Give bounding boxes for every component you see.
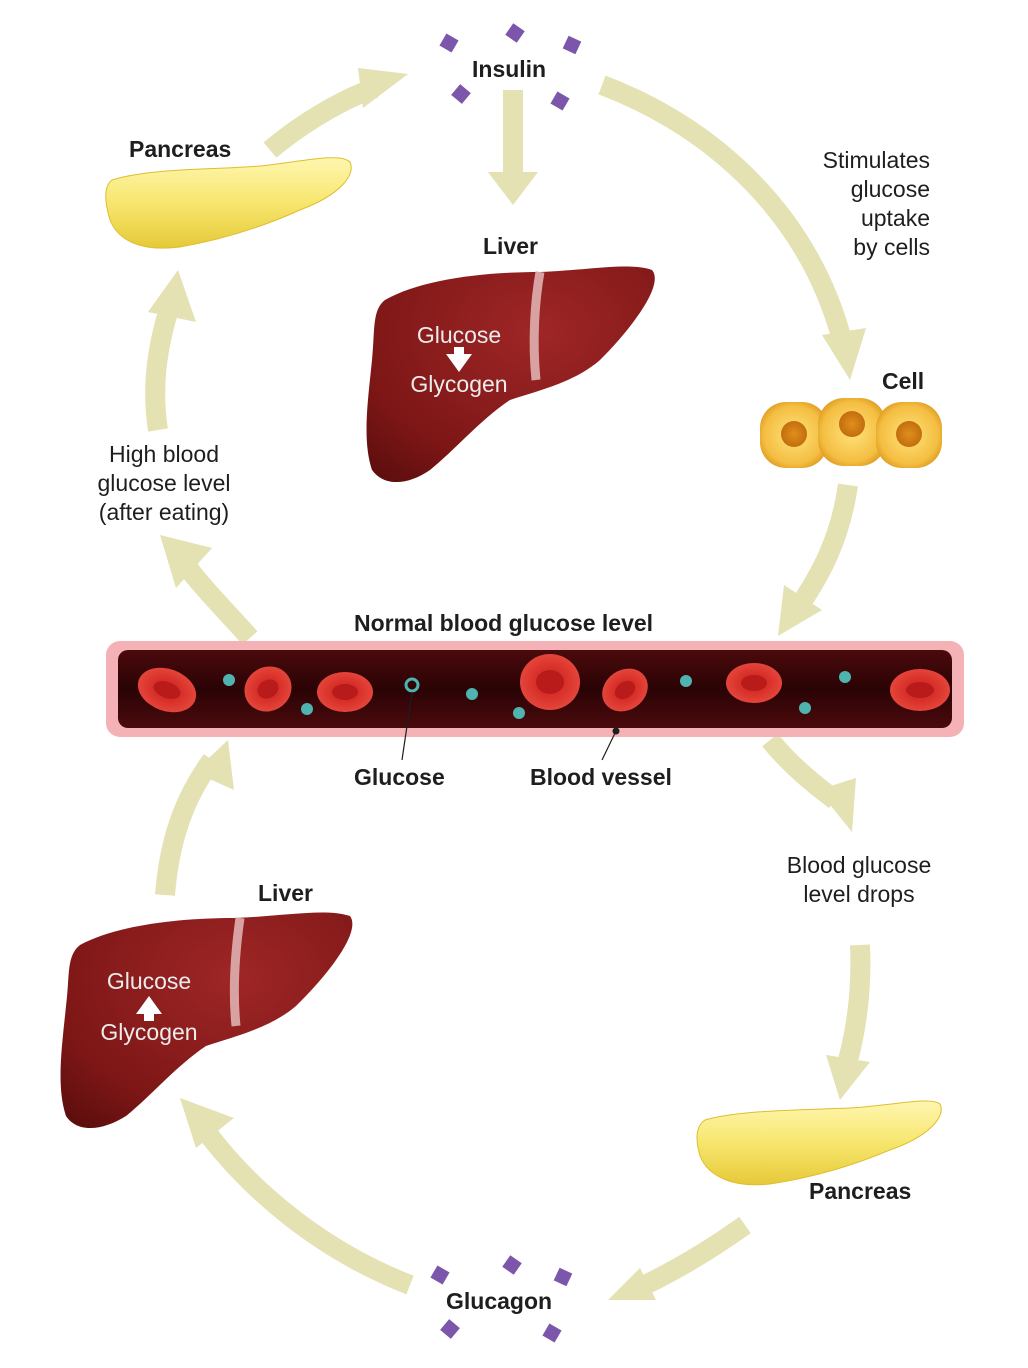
stimulates-uptake-label: Stimulates glucose uptake by cells bbox=[822, 147, 930, 260]
hormone-molecule-icon bbox=[542, 1323, 562, 1343]
glucagon-molecules bbox=[430, 1255, 573, 1343]
cell-label: Cell bbox=[882, 368, 925, 394]
hormone-molecule-icon bbox=[505, 23, 525, 43]
conversion-up-arrow-icon bbox=[136, 996, 162, 1014]
arrow-cell-to-vessel bbox=[791, 483, 858, 611]
blood-vessel-icon bbox=[106, 641, 964, 737]
high-blood-glucose-label: High blood glucose level (after eating) bbox=[97, 441, 231, 525]
normal-level-label: Normal blood glucose level bbox=[354, 610, 654, 636]
glucose-pointer-line bbox=[401, 691, 413, 761]
arrowhead-glucagon bbox=[608, 1268, 656, 1300]
arrowheads bbox=[148, 68, 870, 1300]
conversion-down-arrow-icon bbox=[446, 354, 472, 372]
arrow-glucagon-to-liver bbox=[197, 1123, 414, 1295]
pancreas-icon bbox=[696, 1100, 942, 1186]
pancreas-bottom-label: Pancreas bbox=[809, 1178, 912, 1204]
arrowhead-liver-bottom bbox=[180, 1098, 234, 1148]
hormone-molecule-icon bbox=[553, 1267, 573, 1287]
hormone-molecule-icon bbox=[502, 1255, 522, 1275]
arrowhead-pancreas-bottom bbox=[826, 1055, 870, 1100]
pancreas-top-label: Pancreas bbox=[129, 136, 232, 162]
insulin-label: Insulin bbox=[472, 56, 547, 82]
level-drops-label: Blood glucose level drops bbox=[786, 852, 932, 907]
liver-top-glucose-text: Glucose bbox=[416, 322, 502, 348]
glucagon-label: Glucagon bbox=[446, 1288, 553, 1314]
insulin-molecules bbox=[439, 23, 582, 111]
hormone-molecule-icon bbox=[550, 91, 570, 111]
cell-cluster-icon bbox=[760, 398, 942, 468]
arrow-liver-to-vessel bbox=[155, 754, 221, 896]
arrowhead-pancreas-up bbox=[148, 270, 196, 322]
pancreas-icon bbox=[105, 157, 352, 249]
arrowhead-insulin bbox=[358, 68, 408, 108]
vessel-pointer-line bbox=[601, 730, 617, 761]
liver-icon bbox=[60, 912, 353, 1129]
arrowhead-cell bbox=[822, 328, 866, 380]
hormone-molecule-icon bbox=[451, 84, 471, 104]
arrowhead-drops bbox=[818, 778, 856, 832]
glucose-pointer-label: Glucose bbox=[354, 764, 445, 790]
arrowhead-vessel-right bbox=[778, 585, 822, 636]
hormone-molecule-icon bbox=[439, 33, 459, 53]
cycle-arrows bbox=[145, 75, 871, 1295]
hormone-molecule-icon bbox=[562, 35, 582, 55]
liver-icon bbox=[366, 266, 655, 483]
arrow-drops-to-pancreas bbox=[838, 944, 871, 1063]
arrowhead-high-glucose bbox=[160, 535, 212, 588]
arrow-insulin-to-cell bbox=[598, 75, 852, 343]
liver-bottom-label: Liver bbox=[258, 880, 313, 906]
arrowhead-liver-top bbox=[488, 172, 538, 205]
blood-vessel-label: Blood vessel bbox=[530, 764, 672, 790]
liver-bottom-glycogen-text: Glycogen bbox=[100, 1019, 198, 1045]
hormone-molecule-icon bbox=[430, 1265, 450, 1285]
arrow-pancreas-to-glucagon bbox=[640, 1216, 751, 1294]
arrow-vessel-to-high-glucose bbox=[173, 554, 258, 645]
liver-bottom-glucose-text: Glucose bbox=[106, 968, 192, 994]
red-blood-cells bbox=[137, 654, 950, 713]
arrow-high-glucose-to-pancreas bbox=[145, 296, 182, 432]
arrowhead-vessel-left bbox=[194, 740, 234, 790]
liver-top-label: Liver bbox=[483, 233, 538, 259]
glucose-molecules bbox=[223, 671, 851, 719]
arrow-pancreas-to-insulin bbox=[263, 78, 379, 158]
liver-top-glycogen-text: Glycogen bbox=[410, 371, 508, 397]
hormone-molecule-icon bbox=[440, 1319, 460, 1339]
